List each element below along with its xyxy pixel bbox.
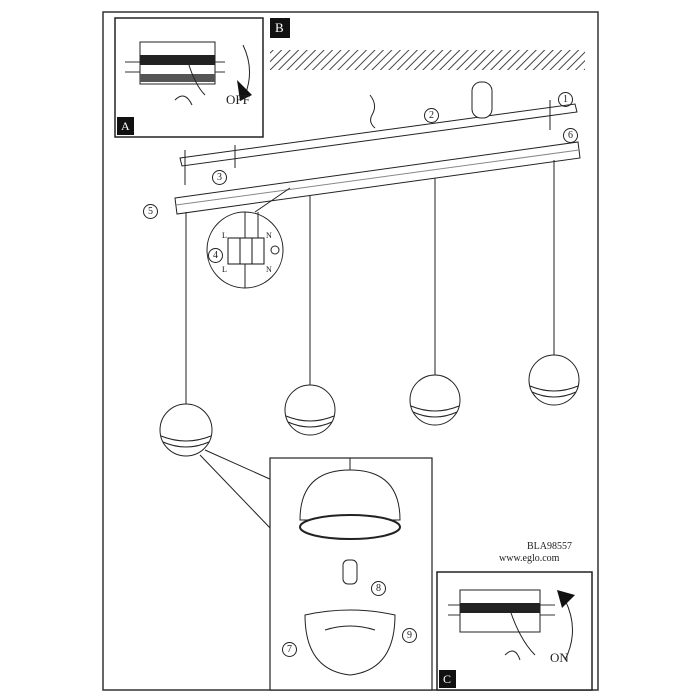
- hand-icon: [504, 609, 536, 661]
- website: www.eglo.com: [499, 553, 560, 564]
- pendant-lights: [159, 160, 580, 457]
- terminal-block-detail: [206, 211, 284, 289]
- step-3: 3: [212, 170, 227, 185]
- step-1: 1: [558, 92, 573, 107]
- step-2: 2: [424, 108, 439, 123]
- step-4: 4: [208, 248, 223, 263]
- panel-c-breaker-on: [436, 571, 593, 691]
- panel-b-label: B: [275, 20, 284, 35]
- neutral-label-bottom: N: [266, 265, 272, 274]
- off-label: OFF: [226, 92, 250, 107]
- ground-icon: [270, 245, 280, 255]
- globe-shade-4: [528, 354, 580, 406]
- model-number: BLA98557: [527, 541, 572, 552]
- globe-shade-3: [409, 374, 461, 426]
- bulb-icon: [342, 559, 358, 585]
- step-6: 6: [563, 128, 578, 143]
- panel-c-label: C: [443, 672, 452, 686]
- panel-b-label-box: [270, 18, 290, 38]
- ceiling-hatch: [270, 50, 585, 70]
- on-label: ON: [550, 650, 569, 665]
- live-label-bottom: L: [222, 265, 227, 274]
- arrow-down-icon: [237, 80, 252, 101]
- screw-icon: [369, 94, 376, 129]
- panel-a-breaker-off: [114, 17, 264, 138]
- neutral-label: N: [266, 231, 272, 240]
- globe-shade-2: [284, 384, 336, 436]
- globe-shade-1: [159, 403, 213, 457]
- mounting-bracket: [179, 81, 578, 185]
- step-5: 5: [143, 204, 158, 219]
- arrow-up-icon: [557, 590, 575, 608]
- step-8: 8: [371, 581, 386, 596]
- dowel-icon: [471, 81, 493, 119]
- hand-icon: [174, 61, 206, 106]
- step-9: 9: [402, 628, 417, 643]
- bulb-replacement-detail: [269, 457, 433, 691]
- step-7: 7: [282, 642, 297, 657]
- breaker-box-icon: [125, 41, 225, 85]
- panel-a-label: A: [121, 119, 130, 133]
- canopy-bar: [174, 141, 581, 215]
- live-label: L: [222, 231, 227, 240]
